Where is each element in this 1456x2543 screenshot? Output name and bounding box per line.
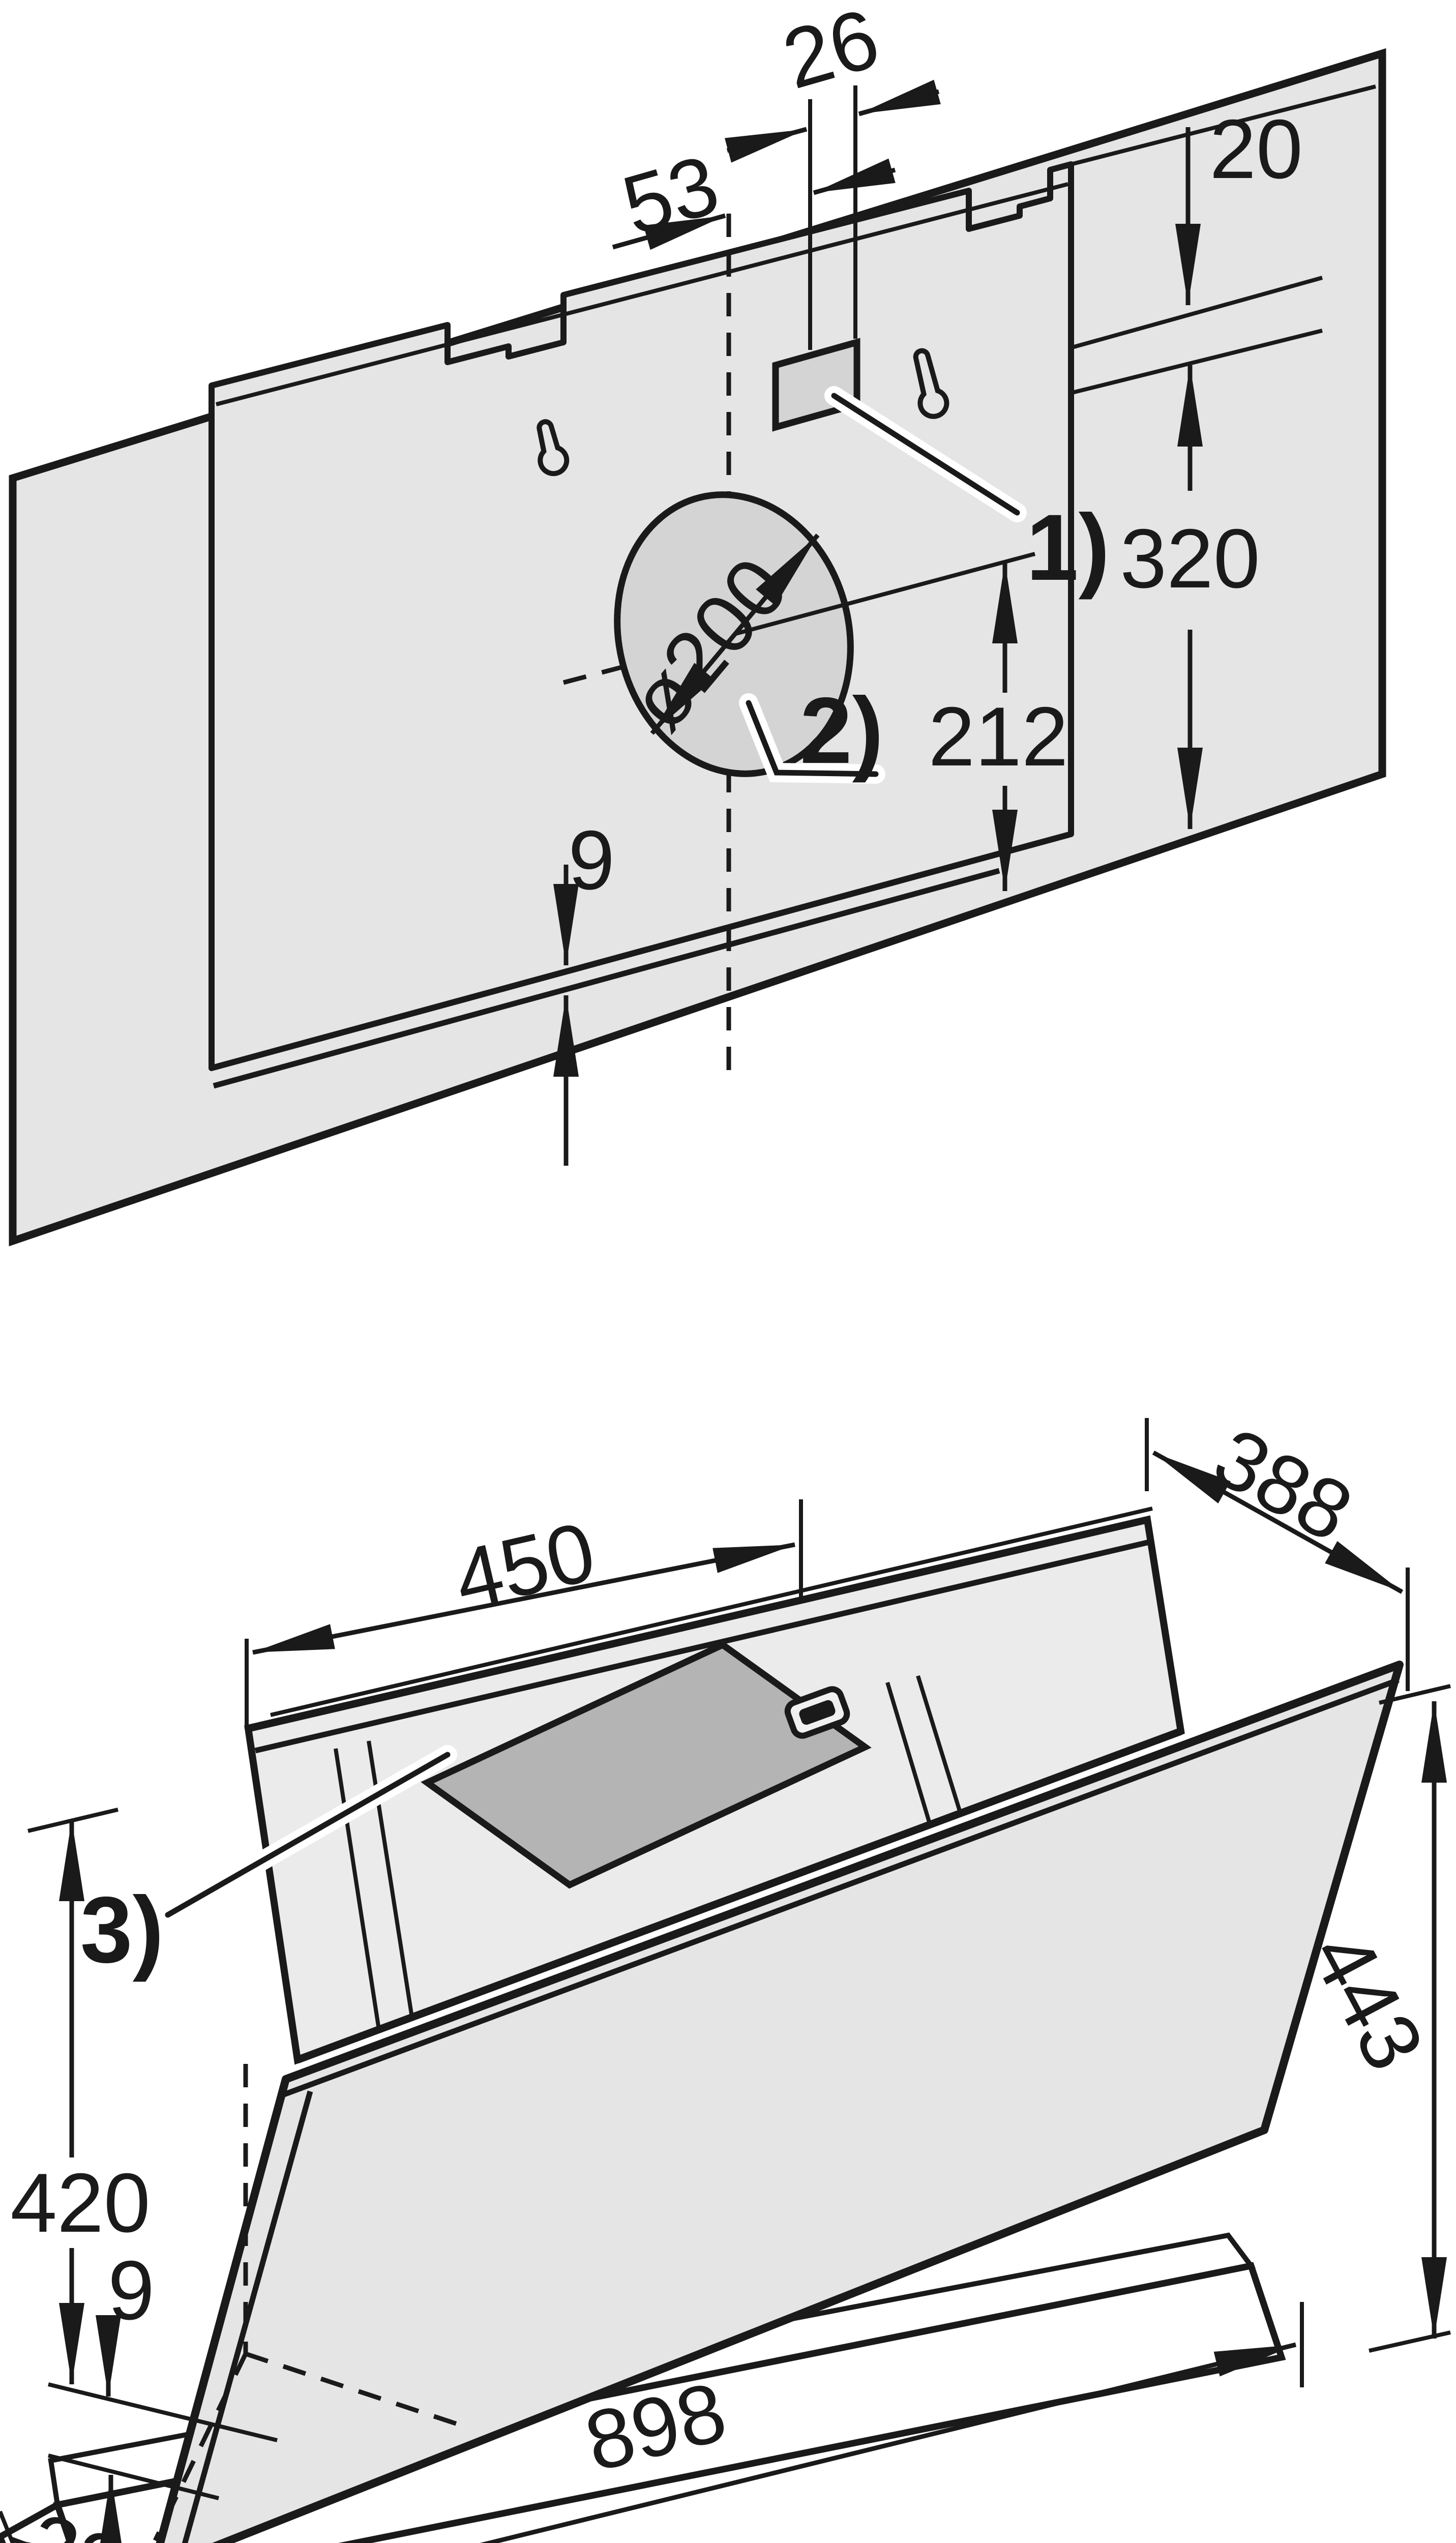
glass-top-inner-edge	[278, 1677, 1400, 2100]
template-rail-line	[215, 182, 1069, 406]
dim-26-label: 26	[773, 0, 888, 106]
chimney-cover-panel	[421, 1641, 872, 1889]
note-1-label: 1)	[1026, 495, 1110, 600]
hidden-base-edge-left	[153, 2353, 248, 2541]
ext-line-hood-bottom	[48, 2382, 278, 2442]
ext-duct-centre	[733, 552, 1036, 636]
wall-mounting-template-view: ø200 1) 2) 26 53 20 320 212	[9, 0, 1386, 1247]
glass-front-panel	[156, 1661, 1404, 2543]
panel-latch	[784, 1686, 850, 1739]
keyhole-slot-right	[913, 348, 949, 419]
top-divider-right-2	[916, 1675, 963, 1817]
dim-9-bot-label: 9	[108, 2243, 155, 2337]
canopy-front-edge	[296, 1727, 1182, 2064]
dim-20-label: 20	[1209, 102, 1303, 196]
dim-53-left-arrow	[612, 213, 726, 250]
top-divider-left-1	[334, 1748, 381, 2030]
duct-hole-centreline	[562, 665, 622, 685]
top-divider-right-1	[885, 1681, 933, 1828]
dim-320-label: 320	[1120, 512, 1260, 605]
dim-26-left-arrow	[725, 127, 808, 163]
dim-450-line	[252, 1542, 795, 1655]
dim-388-line	[1152, 1451, 1404, 1594]
dim-420-label: 420	[10, 2156, 150, 2250]
dim-227-tick-left	[0, 2510, 15, 2543]
ext-line-base-top	[48, 2453, 219, 2500]
dim-450-label: 450	[446, 1504, 604, 1627]
dim-212-label: 212	[928, 690, 1068, 783]
dim-443-tick-top	[1379, 1684, 1451, 1705]
base-box-left	[0, 2500, 74, 2543]
dim-53-right-arrow	[813, 158, 896, 195]
ext-template-top	[1071, 84, 1376, 166]
leader-3	[165, 1752, 451, 1918]
keyhole-slot-left	[537, 419, 570, 477]
template-bottom-strip	[213, 868, 1000, 1089]
dim-9-top-label: 9	[568, 813, 615, 907]
glass-left-inner-edge	[182, 2090, 313, 2543]
dim-26-right-arrow	[858, 79, 941, 116]
dim-53-label: 53	[613, 137, 728, 253]
leader-1	[831, 393, 1020, 516]
dim-388-label: 388	[1199, 1410, 1367, 1559]
note-2-label: 2)	[800, 678, 884, 783]
leader-2	[746, 700, 879, 777]
dim-898-line	[291, 2342, 1297, 2543]
appliance-dimension-view: 3) 450 388 443 420 9 898	[0, 1410, 1451, 2543]
note-3-label: 3)	[80, 1878, 164, 1983]
dim-443-tick-bottom	[1369, 2330, 1451, 2353]
